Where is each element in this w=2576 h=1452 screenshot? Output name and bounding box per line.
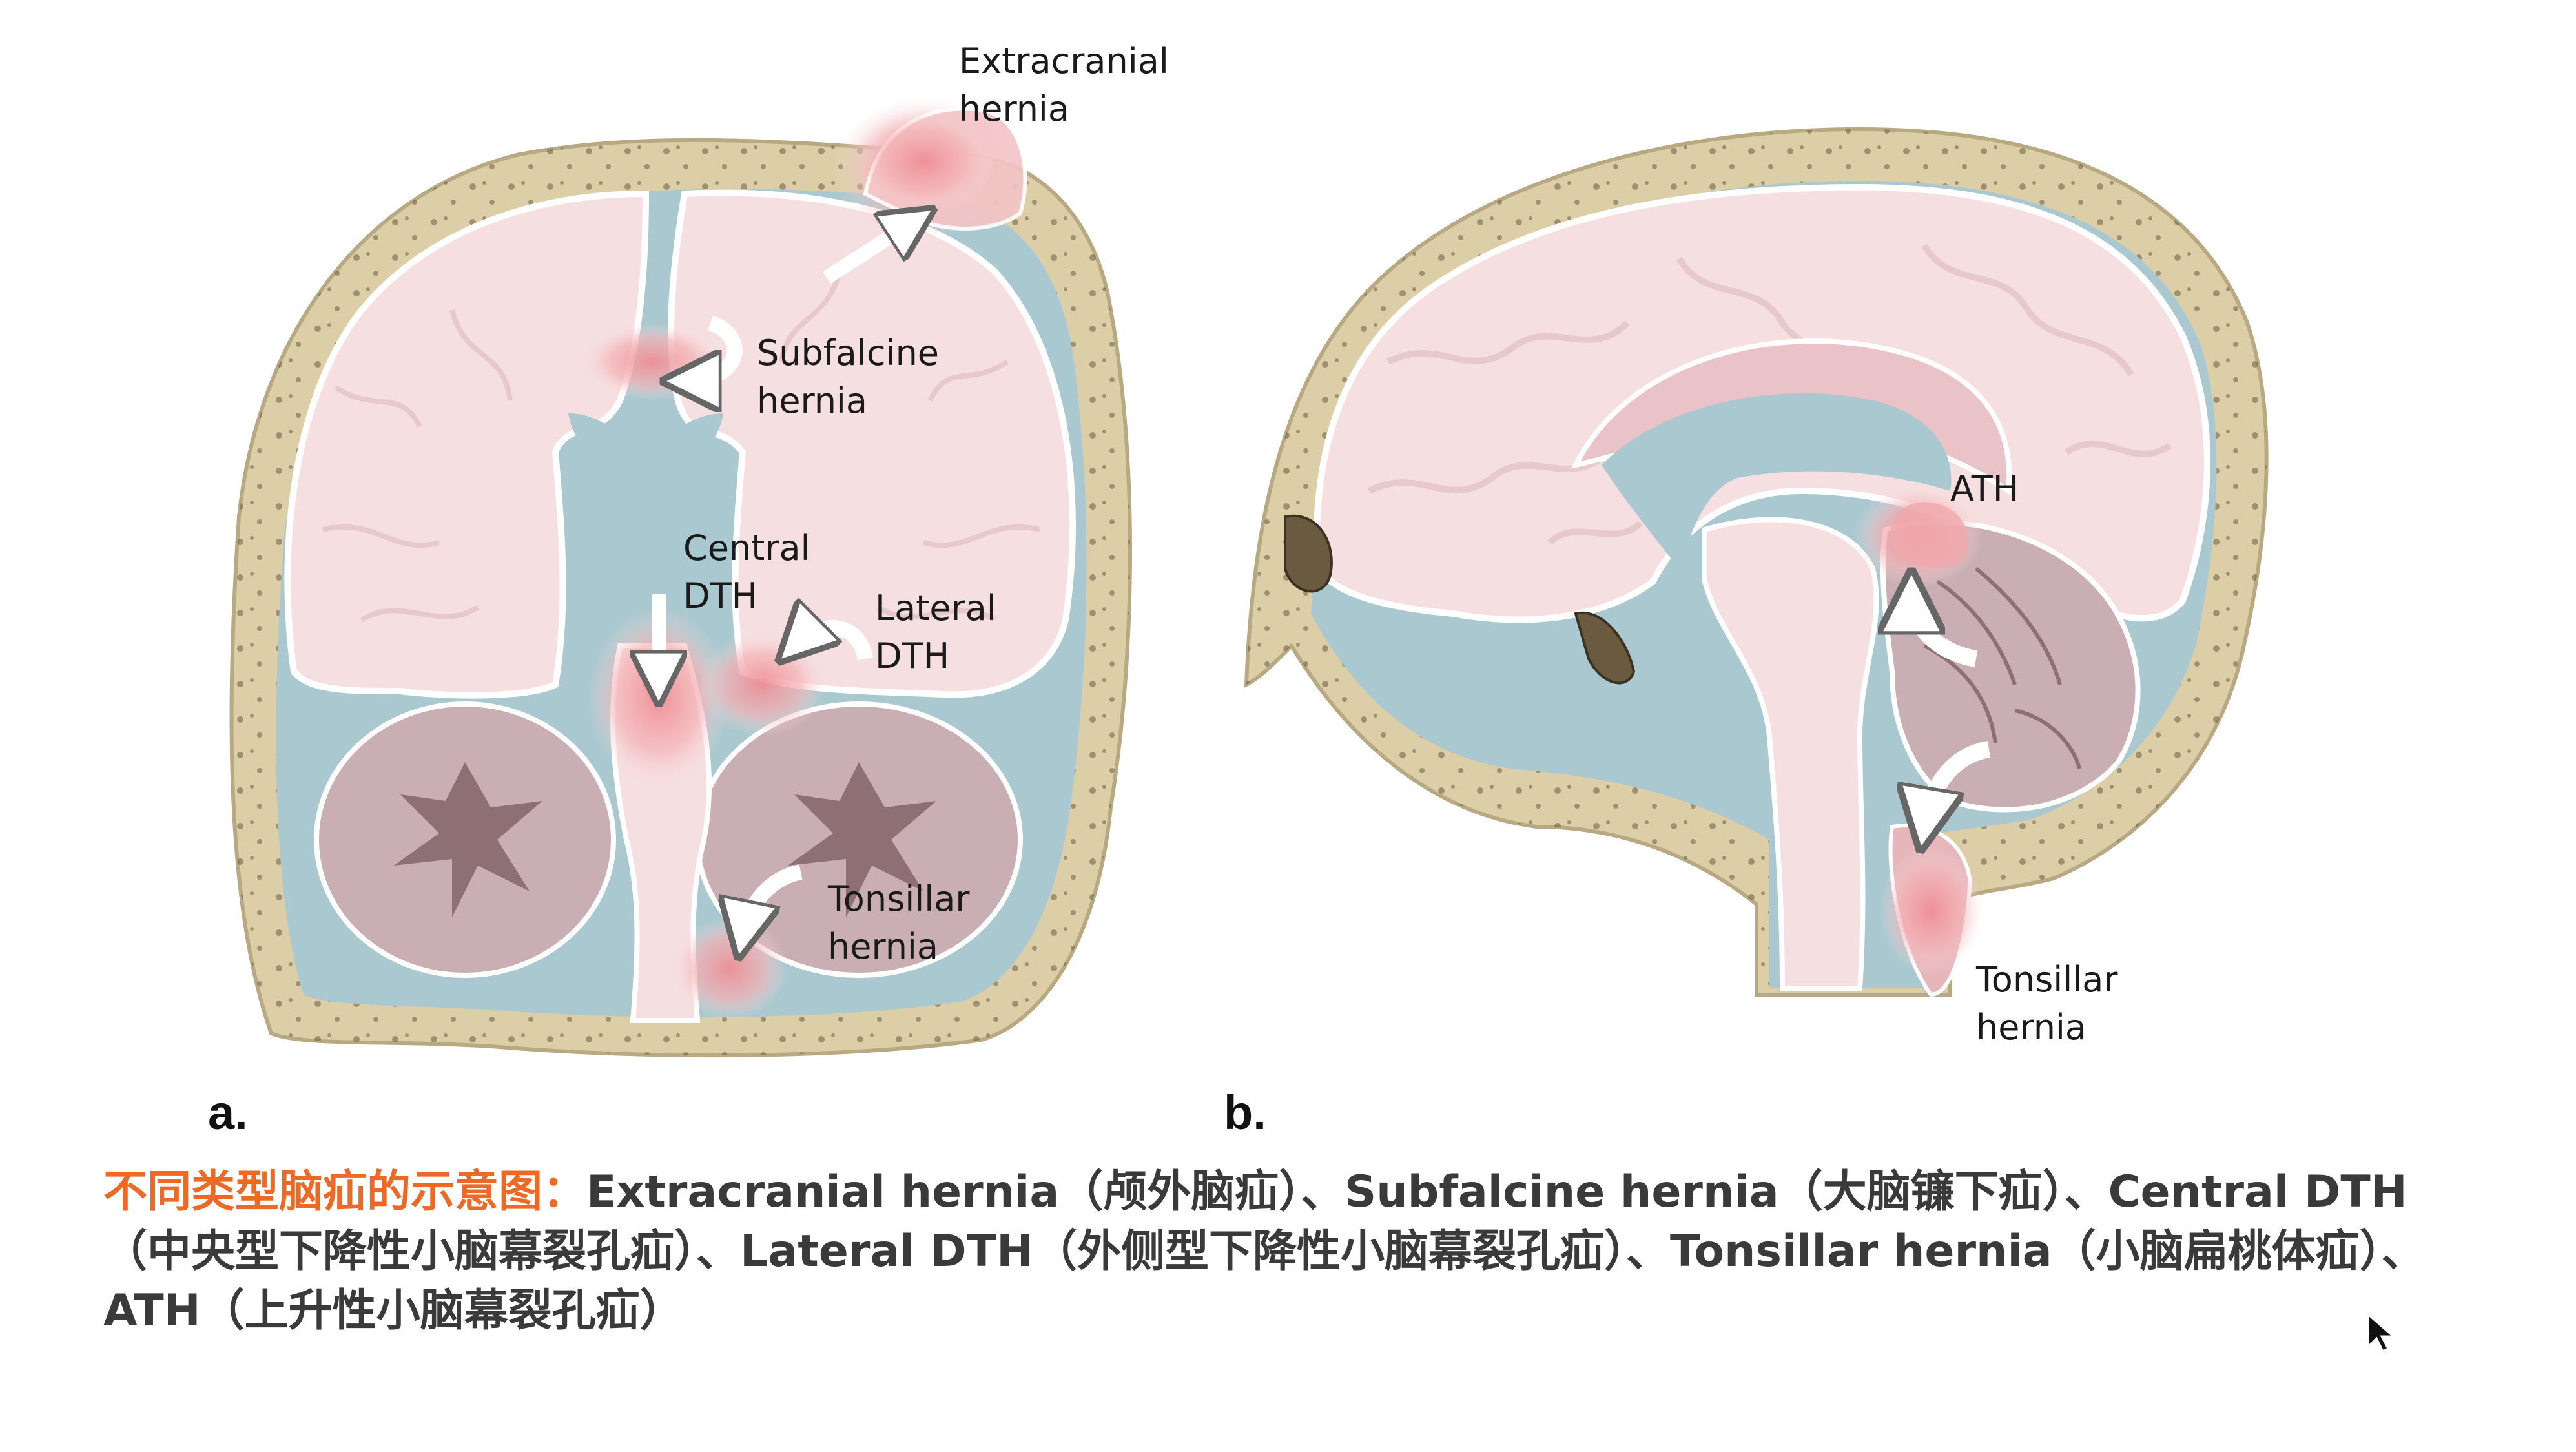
curved-arrow-icon [685, 315, 743, 381]
figure-caption: 不同类型脑疝的示意图：Extracranial hernia（颅外脑疝）、Sub… [103, 1163, 2493, 1341]
lateral-dth-label: Lateral DTH [875, 588, 996, 676]
tonsillar-highlight-a [672, 917, 788, 1021]
curved-arrow-icon [743, 864, 803, 937]
panel-b-sagittal [1244, 127, 2269, 997]
tonsillar-highlight-b [1879, 846, 1983, 975]
caption-title: 不同类型脑疝的示意图： [103, 1167, 587, 1218]
gyri-a [322, 271, 1040, 623]
extracranial-label: Extracranial hernia [959, 41, 1169, 129]
caption-body: Extracranial hernia（颅外脑疝）、Subfalcine her… [103, 1167, 2426, 1336]
panel-a-coronal [229, 97, 1132, 1057]
ventricle-a [568, 413, 723, 646]
cursor-icon [2367, 1312, 2396, 1353]
tonsillar-label-a: Tonsillar hernia [828, 878, 970, 967]
ath-label: ATH [1950, 468, 2019, 509]
lateral-highlight [697, 633, 827, 736]
subfalcine-label: Subfalcine hernia [757, 333, 940, 421]
curved-arrow-icon [1924, 741, 1991, 827]
right-hemisphere [668, 189, 1076, 698]
tonsillar-label-b: Tonsillar hernia [1976, 959, 2118, 1048]
left-hemisphere [284, 190, 650, 699]
ventricle-b [1602, 393, 1952, 568]
subfalcine-highlight [581, 323, 723, 400]
cerebellum-b [1880, 519, 2141, 813]
panel-b-marker: b. [1224, 1086, 1266, 1139]
curved-arrow-icon [1911, 594, 1978, 667]
gyri-b [1367, 244, 2172, 545]
panel-a-marker: a. [208, 1086, 248, 1139]
central-dth-label: Central DTH [683, 528, 810, 616]
arrow-icon [823, 220, 917, 284]
curved-arrow-icon [794, 628, 873, 659]
